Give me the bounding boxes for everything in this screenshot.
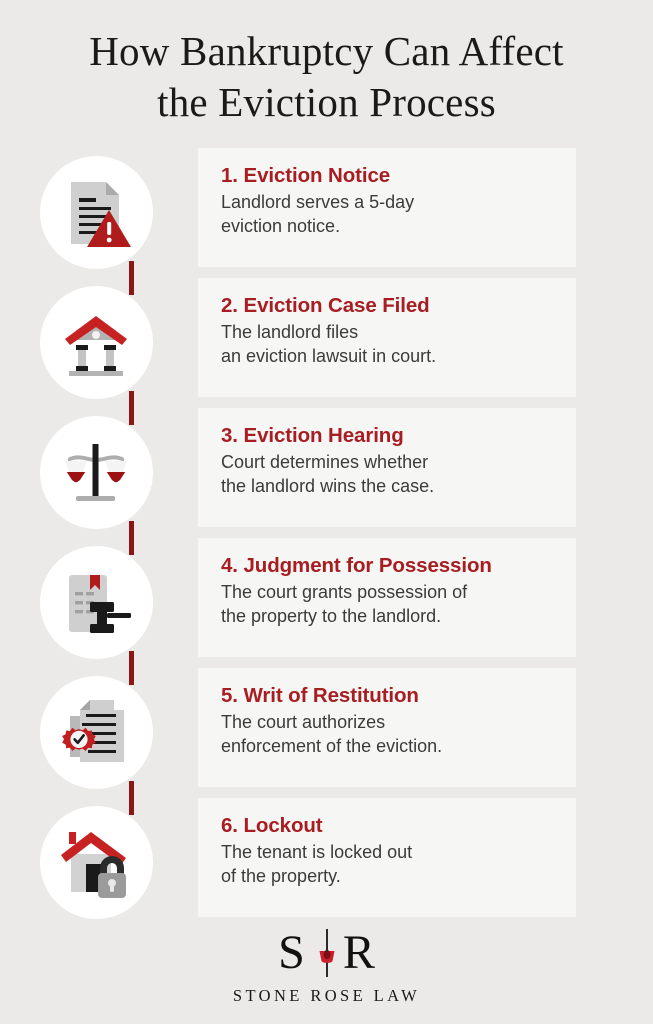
firm-name: STONE ROSE LAW — [232, 986, 421, 1005]
eviction-process-steps: 1. Eviction Notice Landlord serves a 5-d… — [0, 147, 653, 928]
house-lock-icon — [61, 831, 126, 898]
logo-mark: S R — [0, 927, 653, 979]
logo-letter-s: S — [278, 926, 305, 979]
document-warning-icon — [71, 181, 131, 247]
step-icon-wrap-4 — [0, 538, 198, 668]
step-title-4: 4. Judgment for Possession — [221, 553, 492, 577]
step-panel-2: 2. Eviction Case Filed The landlord file… — [198, 277, 576, 397]
step-title-5: 5. Writ of Restitution — [221, 683, 419, 707]
step-body-2: The landlord files an eviction lawsuit i… — [221, 322, 437, 366]
logo-letter-r: R — [342, 926, 375, 979]
gavel-document-icon — [69, 574, 131, 633]
step-row-3: 3. Eviction Hearing Court determines whe… — [0, 407, 653, 555]
step-icon-wrap-2 — [0, 278, 198, 408]
step-connector-5 — [129, 780, 134, 815]
step-row-5: 5. Writ of Restitution The court authori… — [0, 667, 653, 815]
step-panel-6: 6. Lockout The tenant is locked out of t… — [198, 797, 576, 917]
step-row-1: 1. Eviction Notice Landlord serves a 5-d… — [0, 147, 653, 295]
page-title-line-1: How Bankruptcy Can Affect — [89, 28, 564, 74]
page-title-line-2: the Eviction Process — [157, 79, 496, 126]
step-body-4: The court grants possession of the prope… — [221, 582, 468, 626]
step-row-4: 4. Judgment for Possession The court gra… — [0, 537, 653, 685]
step-title-6: 6. Lockout — [221, 813, 323, 837]
step-title-2: 2. Eviction Case Filed — [221, 293, 430, 317]
step-icon-wrap-3 — [0, 408, 198, 538]
step-icon-circle-4 — [39, 546, 153, 659]
page-title: How Bankruptcy Can Affect the Eviction P… — [0, 0, 653, 129]
rose-icon — [317, 947, 336, 970]
step-title-1: 1. Eviction Notice — [221, 163, 391, 187]
footer: S R STONE ROSE LAW — [0, 927, 653, 1006]
step-connector-1 — [129, 260, 134, 295]
step-icon-circle-5 — [39, 676, 153, 789]
step-panel-3: 3. Eviction Hearing Court determines whe… — [198, 407, 576, 527]
step-panel-1: 1. Eviction Notice Landlord serves a 5-d… — [198, 147, 576, 267]
step-body-1: Landlord serves a 5-day eviction notice. — [221, 192, 415, 236]
courthouse-icon — [65, 315, 127, 376]
step-body-3: Court determines whether the landlord wi… — [221, 452, 435, 496]
certified-document-icon — [62, 699, 124, 762]
scales-of-justice-icon — [65, 443, 127, 501]
step-icon-wrap-5 — [0, 668, 198, 798]
step-icon-circle-6 — [39, 806, 153, 919]
step-icon-circle-1 — [39, 156, 153, 269]
step-body-6: The tenant is locked out of the property… — [221, 842, 413, 886]
step-icon-circle-2 — [39, 286, 153, 399]
step-icon-wrap-1 — [0, 148, 198, 278]
step-connector-2 — [129, 390, 134, 425]
step-row-2: 2. Eviction Case Filed The landlord file… — [0, 277, 653, 425]
step-panel-4: 4. Judgment for Possession The court gra… — [198, 537, 576, 657]
step-connector-4 — [129, 650, 134, 685]
step-connector-3 — [129, 520, 134, 555]
step-panel-5: 5. Writ of Restitution The court authori… — [198, 667, 576, 787]
step-row-6: 6. Lockout The tenant is locked out of t… — [0, 797, 653, 928]
step-body-5: The court authorizes enforcement of the … — [221, 712, 443, 756]
step-icon-circle-3 — [39, 416, 153, 529]
step-icon-wrap-6 — [0, 798, 198, 928]
step-title-3: 3. Eviction Hearing — [221, 423, 404, 447]
